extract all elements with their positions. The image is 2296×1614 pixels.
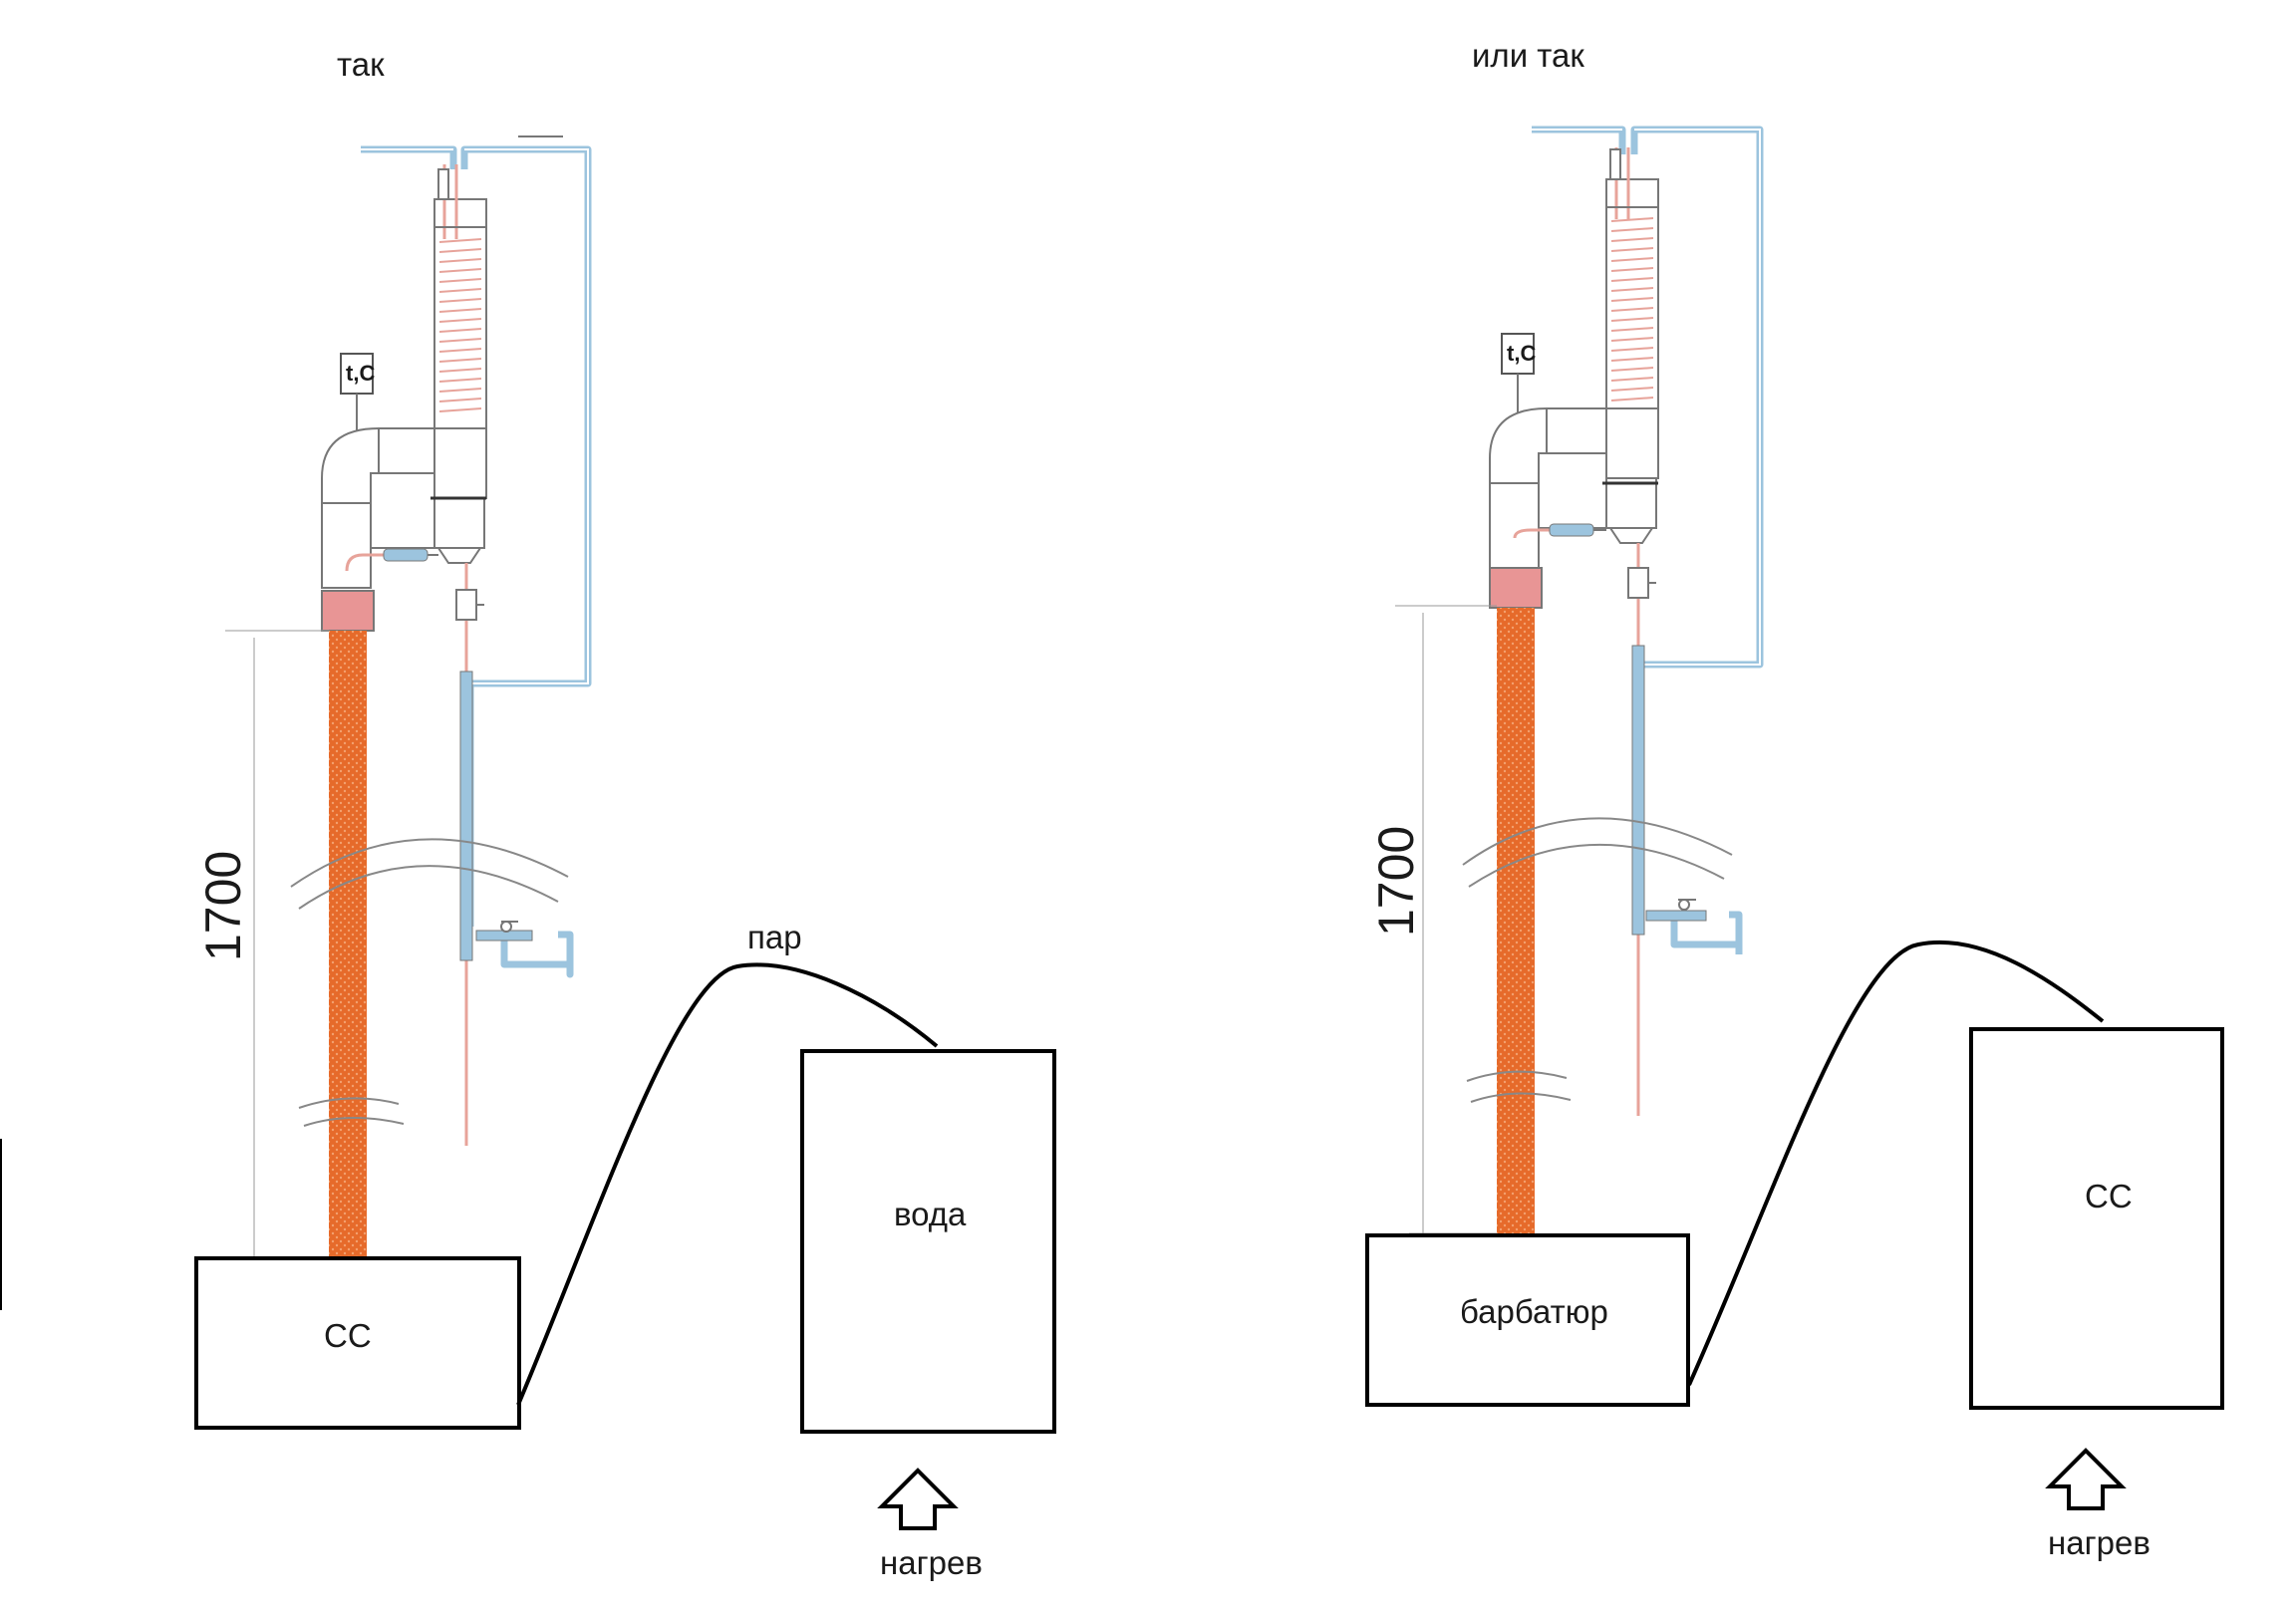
left-scheme: так [194, 46, 1056, 1581]
left-sideline [345, 548, 438, 572]
right-tap [1645, 899, 1707, 922]
right-heat-label: нагрев [2048, 1524, 2151, 1561]
left-box-small-label: СС [324, 1317, 372, 1354]
right-head [1489, 407, 1659, 569]
right-scheme: или так [1365, 37, 2224, 1561]
right-box-small-label: барбатюр [1460, 1293, 1608, 1330]
left-coupler [321, 590, 375, 632]
left-box-large [800, 1049, 1056, 1434]
right-box-large-label: СС [2085, 1178, 2133, 1214]
right-thermometer: t,C [1501, 333, 1536, 428]
left-water-line-inner [361, 148, 589, 684]
left-heat-arrow [877, 1468, 959, 1530]
left-steam-label: пар [747, 919, 802, 955]
right-column [1497, 608, 1535, 1235]
left-condenser [433, 164, 487, 429]
left-dimension-label: 1700 [195, 851, 251, 961]
right-dimension: 1700 [1368, 605, 1497, 1234]
right-jacket [1631, 645, 1645, 936]
right-box-small [1365, 1233, 1690, 1407]
left-thermometer: t,C [340, 353, 375, 448]
right-box-large [1969, 1027, 2224, 1410]
left-dimension: 1700 [195, 630, 329, 1258]
left-box-large-label: вода [894, 1196, 967, 1232]
right-coupler [1489, 567, 1543, 609]
right-steam-line [1687, 940, 2105, 1386]
left-steam-line [516, 962, 939, 1406]
left-thermometer-label: t,C [346, 361, 375, 386]
right-caption: или так [1472, 37, 1584, 74]
left-column [329, 631, 367, 1258]
left-tap [475, 921, 533, 942]
left-head [321, 427, 487, 589]
left-heat-label: нагрев [880, 1544, 983, 1581]
right-heat-arrow [2045, 1448, 2127, 1510]
left-box-small [194, 1256, 521, 1430]
left-jacket [459, 671, 473, 961]
right-condenser [1605, 147, 1659, 411]
right-valve [1627, 567, 1649, 599]
right-thermometer-label: t,C [1507, 341, 1536, 366]
left-caption: так [337, 46, 385, 83]
right-dimension-label: 1700 [1368, 826, 1424, 937]
left-valve [455, 589, 477, 621]
right-sideline [1513, 523, 1606, 539]
